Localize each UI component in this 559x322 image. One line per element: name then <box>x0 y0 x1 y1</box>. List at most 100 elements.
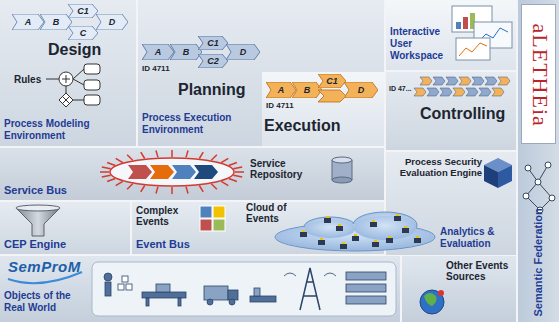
node-title: Semantic Federation <box>532 208 545 316</box>
illustration-part <box>229 299 235 305</box>
process-step: C1 <box>68 4 98 18</box>
process-step: C1 <box>318 74 346 88</box>
illustration-part <box>352 160 353 180</box>
text-holder: Interactive User Workspace <box>390 26 456 62</box>
event-icon <box>326 216 329 218</box>
event-icon <box>374 240 377 242</box>
node-text: Service Repository <box>250 158 330 180</box>
step-letter: A <box>25 17 32 27</box>
workspace-screens <box>452 6 512 60</box>
bus-spike <box>235 171 244 173</box>
illustration-part <box>66 75 67 83</box>
illustration-part <box>84 80 100 90</box>
illustration-part <box>63 97 69 103</box>
bus-spike <box>102 167 111 169</box>
node-title: SemProM <box>8 258 81 275</box>
node-text: Process Execution Environment <box>142 112 260 136</box>
mini-step <box>472 77 484 85</box>
process-step: D <box>344 82 378 98</box>
text-holder: ID 4711 <box>142 64 148 73</box>
illustration-part <box>66 86 67 93</box>
mini-step <box>466 88 478 96</box>
process-step: C2 <box>198 54 228 68</box>
chevron-outline <box>318 74 346 88</box>
illustration-part <box>525 165 531 171</box>
event-icon <box>320 238 323 240</box>
bus-spike <box>107 179 115 182</box>
bus-spike <box>171 187 173 194</box>
bus-spike <box>221 158 228 162</box>
illustration-part <box>200 206 212 218</box>
note-label: ID 4711 <box>266 101 278 110</box>
event-icon <box>386 238 393 243</box>
mini-step <box>420 77 432 85</box>
bus-spike <box>107 162 115 165</box>
event-icon <box>402 228 409 233</box>
illustration-part <box>172 165 196 179</box>
bus-spike <box>221 181 228 185</box>
illustration-part <box>178 298 181 306</box>
puzzle-icon <box>200 206 225 231</box>
node-title: Planning <box>178 80 246 99</box>
illustration-part <box>105 282 111 296</box>
illustration-part <box>420 290 444 314</box>
text-holder: Execution <box>264 116 340 135</box>
bus-spike <box>116 158 123 162</box>
process-step: A <box>142 44 174 60</box>
illustration-part <box>484 165 498 188</box>
illustration-part <box>254 288 260 296</box>
illustration-part <box>122 276 128 282</box>
event-icon <box>396 214 399 216</box>
event-icon <box>300 232 307 237</box>
environment-panel: PlanningProcess Execution EnvironmentABC… <box>138 0 384 146</box>
illustration-part <box>63 97 69 103</box>
illustration-part <box>250 296 276 302</box>
event-icon <box>354 234 357 236</box>
event-icon <box>324 218 331 223</box>
illustration-part <box>73 100 84 101</box>
node-title: aLETHEia <box>528 24 552 127</box>
node-text: Event Bus <box>136 238 190 251</box>
step-letter: A <box>278 85 285 95</box>
illustration-part <box>332 160 333 180</box>
chevron-outline <box>198 36 228 50</box>
illustration-part <box>73 79 84 85</box>
node-title: Process Security Evaluation Engine <box>390 156 482 178</box>
illustration-part <box>84 64 100 74</box>
bus-spike <box>116 181 123 185</box>
bus-spike <box>199 152 203 158</box>
bus-spike <box>233 175 242 177</box>
step-letter: C1 <box>207 38 219 48</box>
node-title: Interactive User Workspace <box>390 26 456 62</box>
process-step: D <box>96 14 128 30</box>
illustration-part <box>459 43 487 56</box>
bus-spike <box>186 151 188 158</box>
process-step: C1 <box>198 36 228 50</box>
illustration-part <box>128 165 152 179</box>
bus-spike <box>141 186 145 192</box>
globe-icon <box>420 290 444 314</box>
objects-panel <box>92 262 396 316</box>
chevron-outline <box>68 26 98 40</box>
text-holder: CEP Engine <box>4 238 66 251</box>
process-step: B <box>170 44 202 60</box>
bus-spike <box>127 155 133 160</box>
illustration-part <box>332 177 352 183</box>
process-step: A <box>12 14 44 30</box>
text-holder: Cloud of Events <box>246 202 302 224</box>
mini-step <box>440 88 452 96</box>
execution-panel: ExecutionABC1DID 4711 <box>262 72 384 146</box>
illustration-part <box>16 208 60 236</box>
bus-spike <box>233 167 242 169</box>
logo-swoosh <box>8 272 82 283</box>
event-icon <box>404 226 407 228</box>
illustration-part <box>118 284 124 290</box>
step-letter: C1 <box>326 76 338 86</box>
illustration-part <box>318 90 346 102</box>
event-icon <box>302 230 305 232</box>
node-text: Process Modeling Environment <box>4 118 132 142</box>
text-holder: aLETHEia <box>488 63 559 87</box>
text-holder: Controlling <box>420 104 505 123</box>
mini-step <box>446 77 458 85</box>
illustration-part <box>332 157 352 163</box>
